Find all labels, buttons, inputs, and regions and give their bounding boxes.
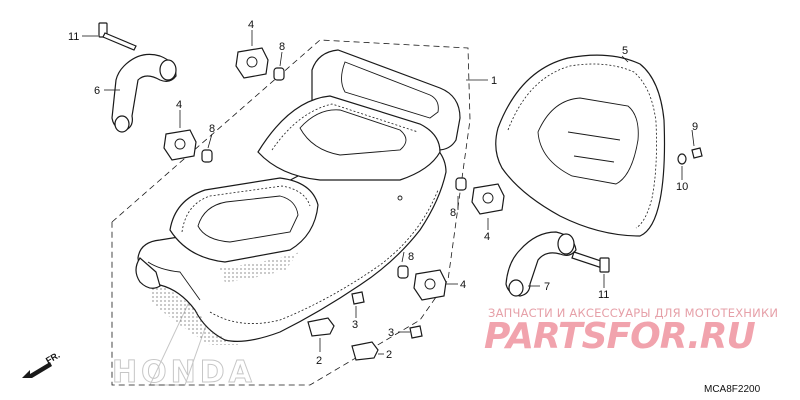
svg-text:FR.: FR. [44,350,62,366]
callout-6: 6 [94,85,100,97]
callout-8a: 8 [279,41,285,53]
callout-8d: 8 [408,251,414,263]
callout-8b: 8 [209,123,215,135]
callout-4b: 4 [176,99,182,111]
callout-numbers: 1 2 2 3 3 4 4 4 4 5 6 7 8 8 8 8 9 10 11 … [68,19,698,367]
leader-lines [82,30,695,355]
seat [135,49,461,345]
callout-2a: 2 [316,355,322,367]
svg-text:HONDA: HONDA [112,355,256,390]
backrest [495,54,666,237]
knob-4-a [235,47,269,79]
front-direction-marker: FR. [22,350,62,378]
spacer-8-d [397,265,409,279]
bolt-11-left [98,22,137,51]
callout-8c: 8 [450,207,456,219]
watermark-logo: PARTSFOR.RU [484,316,756,357]
callout-9: 9 [692,121,698,133]
clip-2-b [351,341,379,361]
callout-10: 10 [676,181,688,193]
grommet-3-b [409,325,423,339]
grab-handle-left [111,53,177,133]
grab-handle-right [505,231,577,297]
callout-11b: 11 [598,289,609,301]
callout-3a: 3 [352,319,358,331]
bolt-11-right [571,251,610,273]
spacer-8-b [201,149,213,163]
callout-4c: 4 [484,231,490,243]
callout-4d: 4 [460,279,466,291]
grommet-3-a [351,291,365,305]
washer-10 [677,153,687,165]
callout-1: 1 [491,75,497,87]
callout-2b: 2 [386,349,392,361]
diagram-code: MCA8F2200 [704,384,761,395]
callout-4a: 4 [248,19,254,31]
callout-11a: 11 [68,31,79,43]
honda-watermark: HONDA [112,219,256,391]
spacer-8-a [273,67,285,81]
knob-4-d [413,269,447,301]
callout-3b: 3 [388,327,394,339]
watermark-tagline: ЗАПЧАСТИ И АКСЕССУАРЫ ДЛЯ МОТОТЕХНИКИ [488,306,779,320]
seat-assembly-outline [111,39,471,386]
callout-7: 7 [544,281,550,293]
callout-5: 5 [622,45,628,57]
clip-2-a [307,317,335,337]
spacer-8-c [455,177,467,191]
bolt-9 [691,147,703,159]
knob-4-c [471,183,505,215]
knob-4-b [163,129,197,161]
